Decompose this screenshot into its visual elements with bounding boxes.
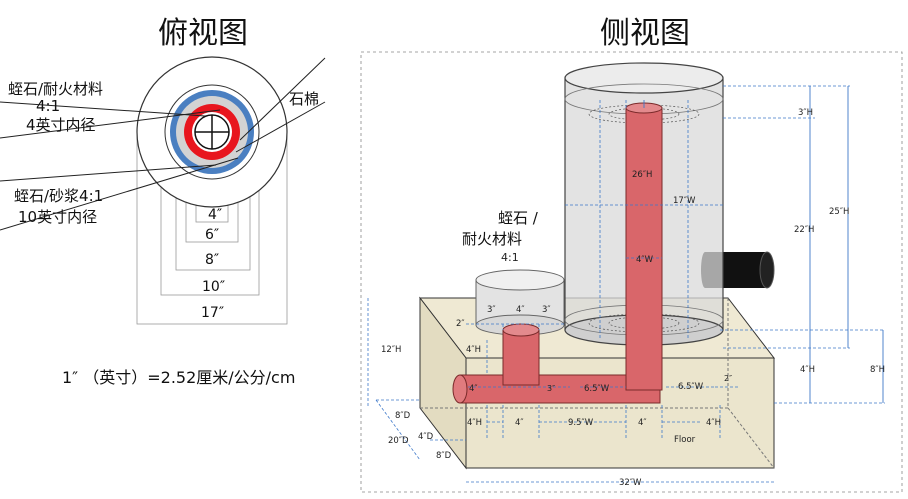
dim-burn-65w: 6.5″W <box>584 384 610 394</box>
dim-riser-22h: 22″H <box>794 225 814 235</box>
dim-burn-3: 3″ <box>547 384 555 393</box>
label-rock-wool: 石棉 <box>289 90 319 108</box>
dim-front-8d: 8″D <box>395 411 411 421</box>
dim-burn-4: 4″ <box>469 384 478 394</box>
dim-exhaust-65w: 6.5″W <box>678 382 704 392</box>
dim-bottom-4h: 4″H <box>467 418 482 428</box>
dim-feed-2: 2″ <box>456 319 465 329</box>
label-vermiculite-refractory: 蛭石/耐火材料 <box>8 80 103 98</box>
feed-tube-cylinder <box>475 269 565 336</box>
top-view-title: 俯视图 <box>158 16 248 51</box>
dim-feed-3a: 3″ <box>487 305 496 315</box>
dim-feed-4: 4″ <box>516 305 525 315</box>
label-inner-4in: 4英寸内径 <box>26 116 96 134</box>
dim-17in: 17″ <box>201 305 224 321</box>
dim-front-4d: 4″D <box>418 432 434 442</box>
label-ratio-1: 4:1 <box>36 97 60 115</box>
dim-base-12h: 12″H <box>381 345 401 355</box>
conversion-note: 1″ （英寸）=2.52厘米/公分/cm <box>62 368 296 387</box>
dim-front-8d-b: 8″D <box>436 451 452 461</box>
dim-barrel-3h: 3″H <box>798 108 813 118</box>
dim-total-25h: 25″H <box>829 207 849 217</box>
dimension-lines <box>643 86 884 403</box>
side-view-diagram: 蛭石 / 耐火材料 4:1 3″H 26″H 17″W 22″H 25″H 4″… <box>360 51 903 493</box>
leader-lines <box>0 57 326 231</box>
dim-base-32w: 32″W <box>619 478 642 488</box>
feed-tube <box>502 323 540 386</box>
leader-inner-10 <box>0 157 239 231</box>
leader-inner-4 <box>0 109 221 139</box>
leader-rock-wool-2 <box>235 101 326 153</box>
dim-bottom-4b: 4″ <box>638 418 647 428</box>
label-inner-10in: 10英寸内径 <box>18 208 97 226</box>
label-vermiculite: 蛭石 / <box>498 209 539 227</box>
top-view-diagram: 蛭石/耐火材料 4:1 4英寸内径 石棉 蛭石/砂浆4:1 10英寸内径 4″ … <box>0 56 326 325</box>
dim-barrel-17w: 17″W <box>673 196 696 206</box>
dim-8in: 8″ <box>205 252 219 268</box>
side-view-title: 侧视图 <box>600 16 690 51</box>
leader-vermiculite <box>0 101 206 117</box>
dim-bottom-right-4h: 4″H <box>706 418 721 428</box>
dim-4in: 4″ <box>208 207 222 223</box>
label-floor: Floor <box>674 435 696 445</box>
dim-bottom-95w: 9.5″W <box>568 418 594 428</box>
dim-exhaust-2: 2″ <box>724 374 732 383</box>
dim-front-20d: 20″D <box>388 436 409 446</box>
label-ratio: 4:1 <box>501 251 519 264</box>
dim-right-4h: 4″H <box>800 365 815 375</box>
leader-rock-wool <box>239 57 326 141</box>
dim-bottom-4a: 4″ <box>515 418 524 428</box>
dim-riser-26h: 26″H <box>632 170 652 180</box>
dim-10in: 10″ <box>202 279 225 295</box>
label-refractory: 耐火材料 <box>462 230 522 248</box>
leader-mortar <box>0 164 217 182</box>
label-vermiculite-mortar: 蛭石/砂浆4:1 <box>14 187 103 205</box>
side-view-frame <box>360 51 903 493</box>
dim-riser-4w: 4″W <box>636 255 654 265</box>
dim-feed-3b: 3″ <box>542 305 551 315</box>
dim-6in: 6″ <box>205 227 219 243</box>
riser <box>625 102 663 391</box>
dim-right-8h: 8″H <box>870 365 885 375</box>
dimension-guides <box>367 85 885 483</box>
dim-feed-4h-top: 4″H <box>466 345 481 355</box>
